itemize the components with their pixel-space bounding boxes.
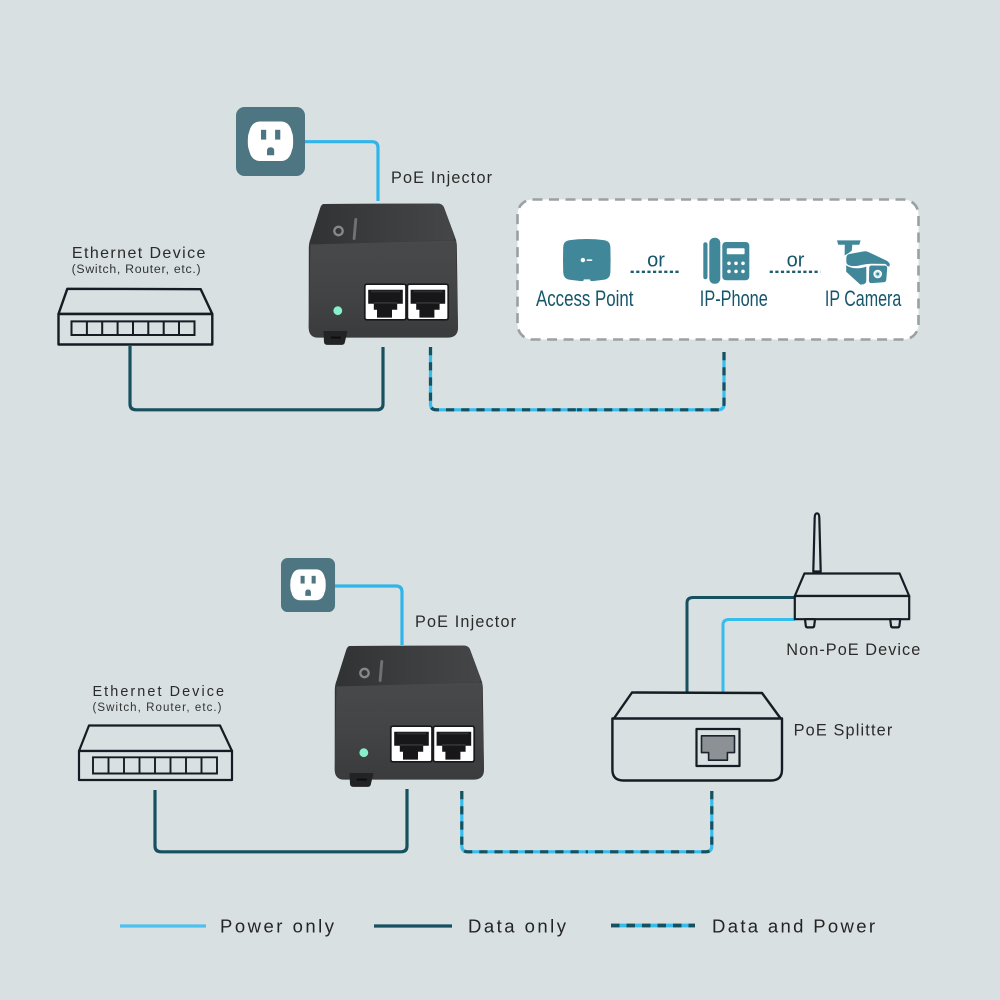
svg-text:or: or: [647, 250, 665, 272]
svg-text:IP Camera: IP Camera: [825, 286, 902, 311]
svg-text:(Switch, Router, etc.): (Switch, Router, etc.): [72, 262, 201, 276]
svg-text:Ethernet Device: Ethernet Device: [93, 684, 225, 700]
svg-text:IP-Phone: IP-Phone: [700, 286, 768, 311]
svg-text:Data and Power: Data and Power: [712, 915, 875, 936]
svg-text:Data only: Data only: [468, 915, 567, 936]
svg-text:or: or: [787, 250, 805, 272]
svg-text:Access Point: Access Point: [536, 286, 634, 311]
svg-text:PoE Injector: PoE Injector: [391, 169, 493, 187]
svg-text:Power only: Power only: [220, 915, 335, 936]
svg-text:Ethernet Device: Ethernet Device: [72, 245, 206, 262]
svg-text:PoE Injector: PoE Injector: [415, 613, 517, 631]
svg-text:Non-PoE Device: Non-PoE Device: [786, 641, 920, 659]
svg-text:(Switch, Router, etc.): (Switch, Router, etc.): [93, 702, 222, 714]
svg-text:PoE Splitter: PoE Splitter: [794, 722, 893, 740]
